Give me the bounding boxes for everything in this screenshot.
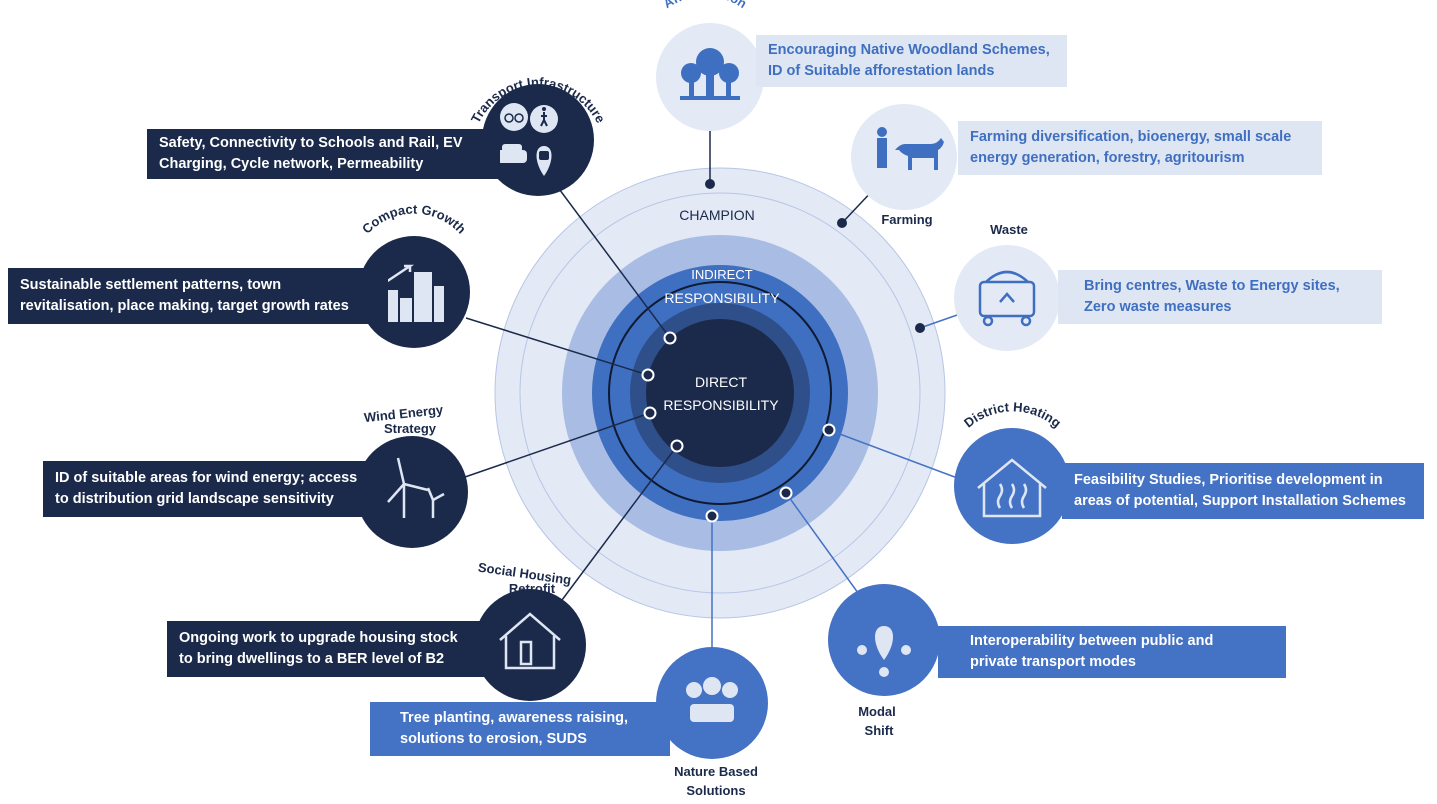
title-district: District Heating	[961, 399, 1064, 430]
desc-compact-line1: Sustainable settlement patterns, town	[20, 277, 282, 293]
desc-modal-line1: Interoperability between public and	[970, 633, 1214, 649]
dot-wind	[643, 406, 657, 420]
node-nature	[656, 647, 768, 759]
node-transport	[482, 84, 594, 196]
rings	[494, 167, 946, 619]
bicycle-icon	[500, 103, 528, 131]
desc-district-line2: areas of potential, Support Installation…	[1074, 493, 1406, 509]
dot-compact	[641, 368, 655, 382]
ring-label-champion: CHAMPION	[679, 207, 754, 223]
ev-car-icon	[497, 144, 527, 163]
desc-farming: Farming diversification, bioenergy, smal…	[958, 121, 1322, 175]
desc-wind-line2: to distribution grid landscape sensitivi…	[55, 491, 334, 507]
trees-icon	[686, 677, 738, 722]
dot-afforestation	[705, 179, 715, 189]
desc-transport-line1: Safety, Connectivity to Schools and Rail…	[159, 135, 463, 151]
dot-nature	[705, 509, 719, 523]
desc-modal: Interoperability between public and priva…	[938, 626, 1286, 678]
title-modal-2: Shift	[865, 723, 895, 738]
desc-district: Feasibility Studies, Prioritise developm…	[1062, 463, 1424, 519]
title-waste: Waste	[990, 222, 1028, 237]
desc-social-line1: Ongoing work to upgrade housing stock	[179, 630, 458, 646]
forest-icon	[680, 48, 740, 100]
node-district	[954, 428, 1070, 544]
recycling-bin-icon	[978, 270, 1036, 327]
connector-district	[828, 429, 961, 480]
ring-indirect-line	[608, 281, 832, 505]
desc-compact-line2: revitalisation, place making, target gro…	[20, 298, 349, 314]
desc-nature: Tree planting, awareness raising, solutio…	[370, 702, 670, 756]
wind-turbine-icon	[387, 457, 445, 518]
farmer-cow-icon	[877, 127, 944, 170]
desc-nature-line1: Tree planting, awareness raising,	[400, 710, 629, 726]
desc-modal-line2: private transport modes	[970, 654, 1136, 670]
connector-social	[561, 445, 678, 601]
title-farming: Farming	[881, 212, 932, 227]
desc-afforestation: Encouraging Native Woodland Schemes, ID o…	[756, 35, 1067, 87]
desc-district-line1: Feasibility Studies, Prioritise developm…	[1074, 472, 1383, 488]
node-nature-circle	[656, 647, 768, 759]
desc-waste-line1: Bring centres, Waste to Energy sites,	[1084, 278, 1340, 294]
house-heat-icon	[977, 458, 1047, 518]
ring-label-indirect-2: RESPONSIBILITY	[664, 290, 780, 306]
title-nature-1: Nature Based	[674, 764, 758, 779]
desc-farming-line1: Farming diversification, bioenergy, smal…	[970, 129, 1292, 145]
node-waste-circle	[954, 245, 1060, 351]
connector-compact	[465, 317, 649, 376]
desc-wind-line1: ID of suitable areas for wind energy; ac…	[55, 470, 358, 486]
connector-wind	[464, 412, 651, 478]
dot-social	[670, 439, 684, 453]
connector-waste	[919, 313, 961, 329]
ring-label-direct-1: DIRECT	[695, 374, 748, 390]
desc-waste-line2: Zero waste measures	[1084, 299, 1232, 315]
dot-modal	[779, 486, 793, 500]
node-afforestation	[656, 23, 764, 131]
title-afforestation: Afforestation	[661, 0, 750, 11]
title-social-2: Retrofit	[509, 581, 556, 596]
desc-transport-line2: Charging, Cycle network, Permeability	[159, 156, 424, 172]
desc-wind: ID of suitable areas for wind energy; ac…	[43, 461, 385, 517]
title-modal-1: Modal	[858, 704, 896, 719]
connector-transport	[544, 169, 671, 339]
dot-farming	[837, 218, 847, 228]
dot-transport	[663, 331, 677, 345]
title-wind-2: Strategy	[384, 421, 437, 436]
bus-stop-icon	[536, 146, 552, 176]
desc-nature-line2: solutions to erosion, SUDS	[400, 731, 587, 747]
network-pin-icon	[857, 626, 911, 677]
dot-waste	[915, 323, 925, 333]
node-farming	[851, 104, 957, 210]
dot-district	[822, 423, 836, 437]
desc-compact: Sustainable settlement patterns, town rev…	[8, 268, 388, 324]
desc-waste: Bring centres, Waste to Energy sites, Zer…	[1058, 270, 1382, 324]
desc-farming-line2: energy generation, forestry, agritourism	[970, 150, 1245, 166]
house-tools-icon	[499, 612, 561, 670]
node-modal	[828, 584, 940, 696]
connector-dots	[641, 179, 925, 523]
desc-afforestation-line2: ID of Suitable afforestation lands	[768, 63, 995, 79]
node-waste	[954, 245, 1060, 351]
desc-social: Ongoing work to upgrade housing stock to …	[167, 621, 487, 677]
ring-direct	[646, 319, 794, 467]
title-compact: Compact Growth	[359, 202, 469, 237]
title-nature-2: Solutions	[686, 783, 745, 798]
desc-social-line2: to bring dwellings to a BER level of B2	[179, 651, 445, 667]
node-farming-circle	[851, 104, 957, 210]
connector-modal	[785, 492, 867, 605]
desc-afforestation-line1: Encouraging Native Woodland Schemes,	[768, 42, 1050, 58]
node-social	[474, 589, 586, 701]
desc-transport: Safety, Connectivity to Schools and Rail…	[147, 129, 500, 179]
ring-label-indirect-1: INDIRECT	[691, 267, 752, 282]
ring-label-direct-2: RESPONSIBILITY	[663, 397, 779, 413]
